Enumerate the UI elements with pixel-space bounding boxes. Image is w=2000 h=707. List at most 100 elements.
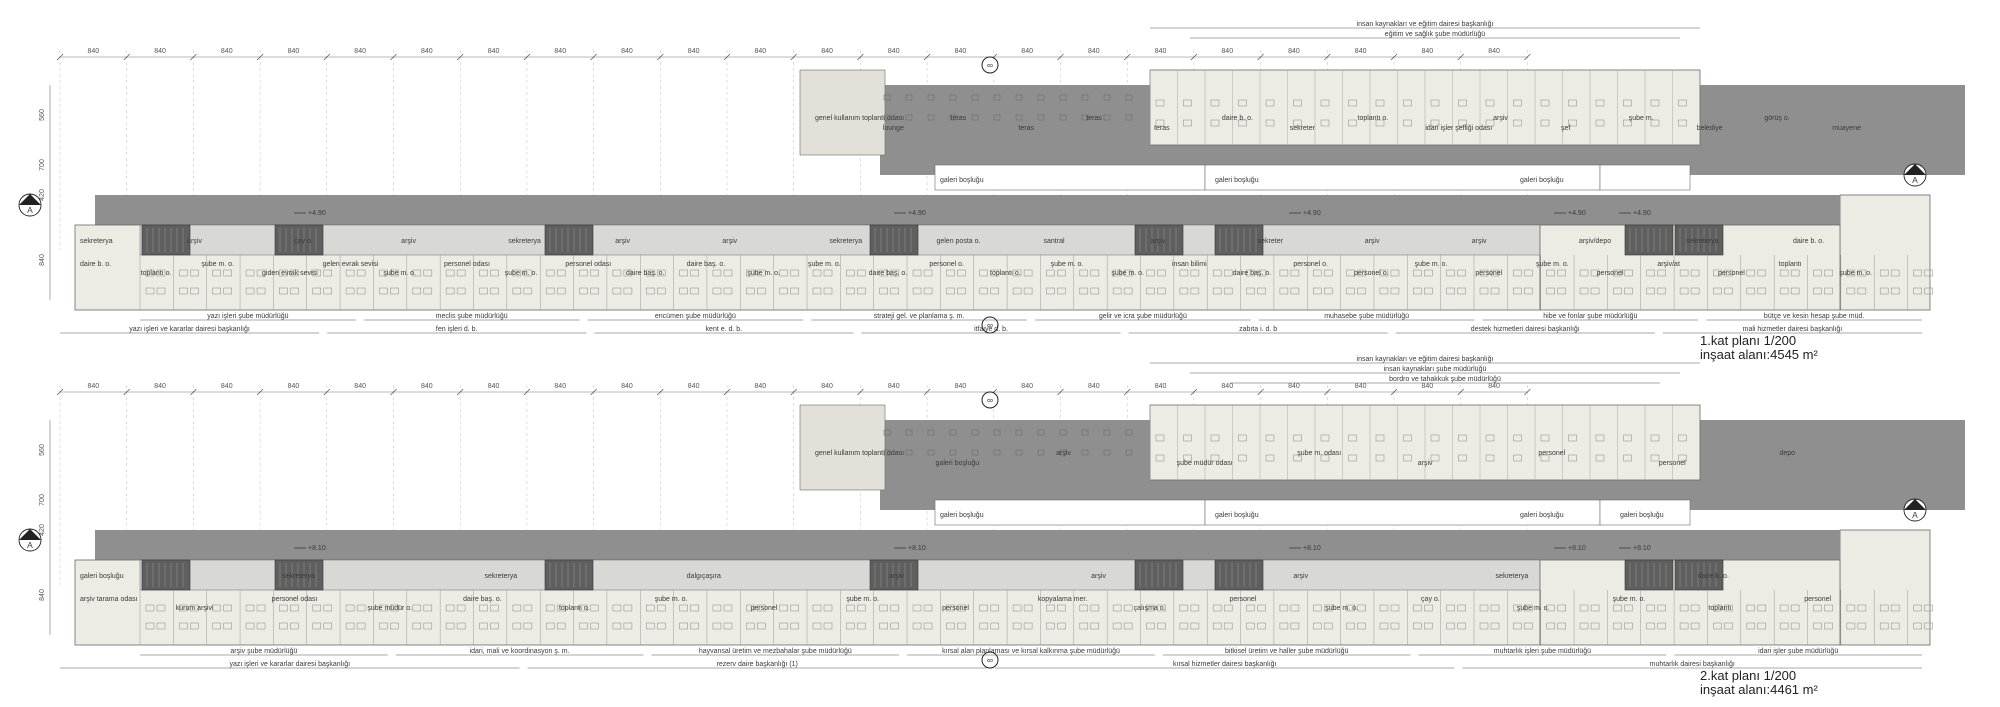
- room-label: şube m. o.: [1613, 596, 1646, 603]
- room-label: şube m. o.: [1111, 270, 1144, 277]
- room-labels: genel kullanım toplantı odasıloungeteras…: [80, 115, 1872, 277]
- level-label: +8.10: [1303, 545, 1321, 552]
- room-label: sekreter: [1258, 238, 1284, 245]
- room-label: galeri boşluğu: [80, 573, 124, 580]
- department-label: bitkisel üretim ve haller şube müdürlüğü: [1225, 648, 1348, 655]
- room-label: şube m. odası: [1297, 450, 1341, 457]
- grid-dimension-label: 840: [488, 48, 500, 55]
- section-marker: A: [18, 528, 42, 552]
- grid-dimension-label: 840: [288, 383, 300, 390]
- department-label: destek hizmetleri dairesi başkanlığı: [1471, 326, 1580, 333]
- desk-cluster: [579, 269, 599, 295]
- level-label: +4.90: [308, 210, 326, 217]
- grid-dimension-label: 840: [621, 48, 633, 55]
- desk-cluster: [879, 269, 899, 295]
- room-label: teras: [951, 115, 967, 122]
- stair-core: [141, 224, 191, 256]
- desk-cluster: [646, 604, 666, 630]
- gallery-label: galeri boşluğu: [1620, 512, 1664, 519]
- grid-dimension-label: 840: [1088, 383, 1100, 390]
- level-label: +8.10: [308, 545, 326, 552]
- room-label: daire baş. o.: [626, 270, 665, 277]
- room-label: teras: [1018, 125, 1034, 132]
- level-marker: +4.90: [294, 210, 326, 217]
- stair-core: [1214, 224, 1264, 256]
- room-label: personel: [942, 605, 969, 612]
- grid-dimension-label: 840: [288, 48, 300, 55]
- grid-dimension-label: 840: [154, 383, 166, 390]
- grid-dimension-label: 840: [1088, 48, 1100, 55]
- department-label: kırsal alan planlaması ve kırsal kalkınm…: [942, 648, 1120, 655]
- room-label: çay o.: [294, 238, 313, 245]
- plan-area: inşaat alanı:4461 m²: [1700, 682, 1818, 697]
- desk-cluster: [612, 604, 633, 630]
- section-marker: A: [1903, 163, 1927, 187]
- desk-cluster: [412, 604, 433, 630]
- room-label: toplantı: [1779, 261, 1802, 268]
- desk-cluster: [1046, 604, 1066, 630]
- height-dimension-label: 700: [39, 494, 46, 506]
- room-label: şube m. o.: [846, 596, 879, 603]
- grid-dimension-label: 840: [221, 48, 233, 55]
- desk-cluster: [245, 269, 266, 295]
- service-band: [139, 559, 1541, 591]
- room-label: gelen evrak sevisi: [323, 261, 379, 268]
- desk-cluster: [1879, 604, 1900, 630]
- room-label: muayene: [1832, 125, 1861, 132]
- room-label: arşiv: [187, 238, 202, 245]
- grid-dimension-label: 840: [688, 383, 700, 390]
- grid-dimension-label: 840: [1355, 383, 1367, 390]
- grid-dimension-label: 840: [1288, 383, 1300, 390]
- desk-cluster: [179, 604, 199, 630]
- stair-core: [1134, 559, 1184, 591]
- level-label: +4.90: [908, 210, 926, 217]
- desk-cluster: [279, 269, 299, 295]
- room-label: daire b. o.: [80, 261, 111, 268]
- stair-core: [1674, 559, 1724, 591]
- desk-cluster: [679, 604, 699, 630]
- desk-cluster: [1446, 604, 1466, 630]
- grid-dimension-label: 840: [888, 48, 900, 55]
- height-dimension-label: 420: [39, 189, 46, 201]
- room-label: depo: [1779, 450, 1795, 457]
- room-label: giden evrak sevisi: [262, 270, 318, 277]
- room-label: genel kullanım toplantı odası: [815, 450, 904, 457]
- room-label: sekreterya: [829, 238, 862, 245]
- axis-symbol: ∞: [987, 395, 993, 405]
- room-label: gelen posta o.: [936, 238, 980, 245]
- desk-cluster: [1079, 269, 1100, 295]
- desk-cluster: [979, 269, 999, 295]
- stair-core: [274, 224, 324, 256]
- desk-cluster: [1479, 269, 1500, 295]
- grid-dimension-label: 840: [755, 383, 767, 390]
- grid-dimension-label: 840: [955, 48, 967, 55]
- department-label: insan kaynakları ve eğitim dairesi başka…: [1357, 356, 1494, 363]
- gallery-label: galeri boşluğu: [1215, 177, 1259, 184]
- level-label: +4.90: [1568, 210, 1586, 217]
- stair-core: [544, 559, 594, 591]
- level-marker: +8.10: [294, 545, 326, 552]
- room-label: daire baş. o.: [463, 596, 502, 603]
- desk-cluster: [1379, 604, 1400, 630]
- desk-cluster: [1246, 604, 1266, 630]
- department-label: gelir ve icra şube müdürlüğü: [1099, 313, 1187, 320]
- room-label: şube m. o.: [1517, 605, 1550, 612]
- grid-dimension-label: 840: [88, 48, 100, 55]
- section-marker: A: [1903, 498, 1927, 522]
- desk-cluster: [1179, 269, 1200, 295]
- desk-cluster: [1479, 604, 1500, 630]
- desk-cluster: [1713, 269, 1733, 295]
- desk-cluster: [1012, 604, 1033, 630]
- room-label: dalgıçaşıra: [687, 573, 721, 580]
- desk-cluster: [379, 269, 399, 295]
- grid-dimension-label: 840: [1488, 383, 1500, 390]
- desk-cluster: [279, 604, 299, 630]
- grid-dimension-label: 840: [421, 383, 433, 390]
- desk-cluster: [1146, 604, 1166, 630]
- desk-cluster: [212, 269, 232, 295]
- room-label: toplantı o.: [141, 270, 172, 277]
- gallery-void: [1599, 499, 1691, 526]
- service-band: [139, 224, 1541, 256]
- department-label: hibe ve fonlar şube müdürlüğü: [1543, 313, 1637, 320]
